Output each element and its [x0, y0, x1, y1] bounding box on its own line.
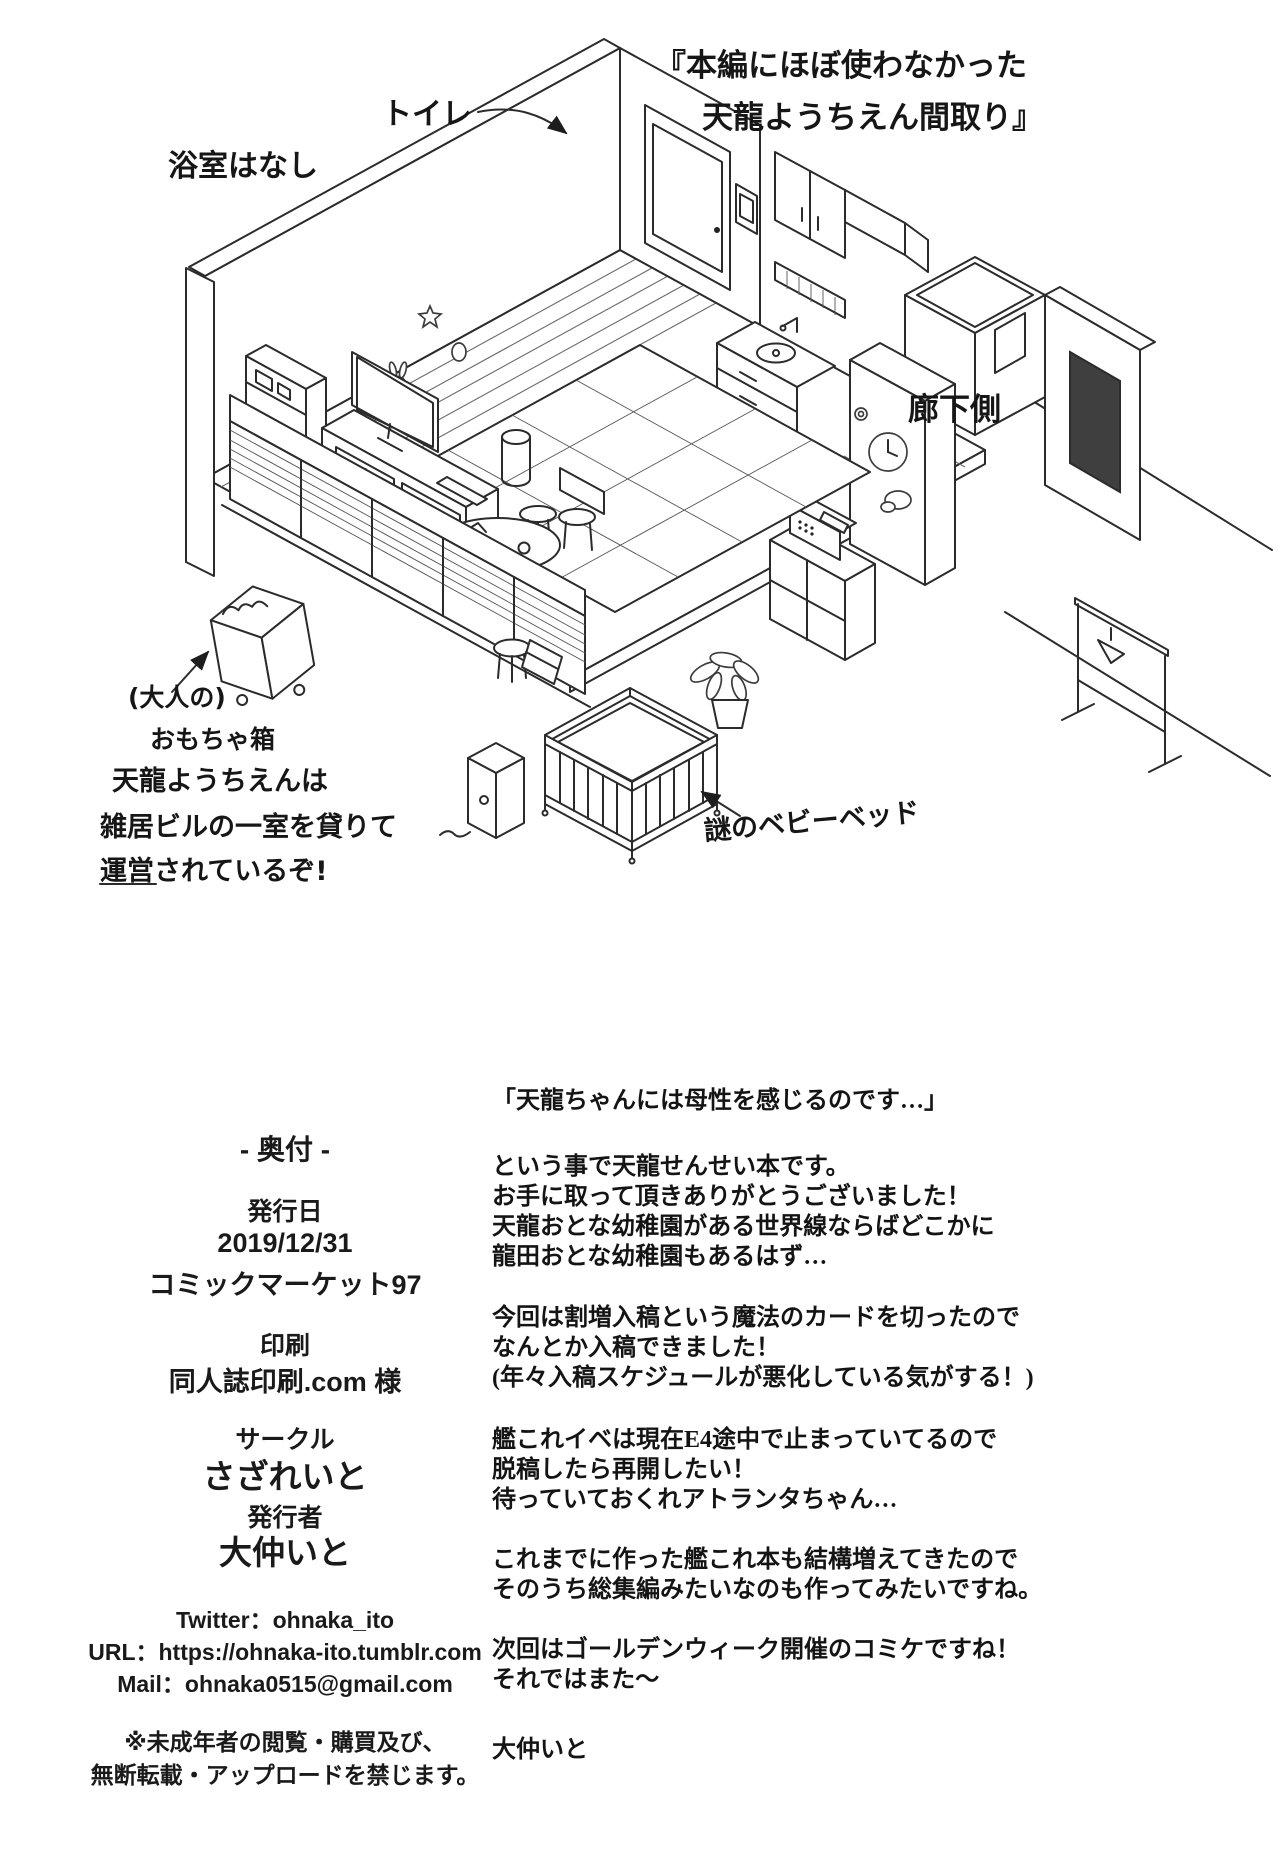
cup [517, 541, 531, 555]
title-note-line2: 天龍ようちえん間取り』 [702, 100, 1043, 136]
afterword-line: 次回はゴールデンウィーク開催のコミケですね！ [492, 1637, 1020, 1663]
title-note-line1: 『本編にほぼ使わなかった [655, 48, 1027, 84]
afterword-paragraph-6: 次回はゴールデンウィーク開催のコミケですね！ それではまた〜 [492, 1635, 1192, 1695]
afterword-line: なんとか入稿できました！ [492, 1335, 780, 1361]
afterword-line: 龍田おとな幼稚園もあるはず… [492, 1244, 828, 1270]
afterword-line: 脱稿したら再開したい！ [492, 1457, 756, 1483]
afterword-line: 艦これイベは現在E4途中で止まっていてるので [492, 1427, 998, 1453]
colophon-heading: - 奥付 - [239, 1134, 331, 1165]
print-label: 印刷 [259, 1332, 310, 1360]
publish-label: 発行日 [247, 1198, 323, 1226]
afterword-line: お手に取って頂きありがとうございました！ [492, 1184, 971, 1210]
laptop [436, 476, 488, 506]
building-note-line2: 雑居ビルの一室を貸りて [99, 811, 397, 843]
afterword-paragraph-4: 艦これイベは現在E4途中で止まっていてるので 脱稿したら再開したい！ 待っていて… [492, 1425, 1192, 1515]
small-appliance [439, 742, 525, 839]
partition-closet [849, 342, 956, 586]
potted-plant [689, 651, 760, 729]
floorplan-drawing: 『本編にほぼ使わなかった 天龍ようちえん間取り』 トイレ 浴室はなし 廊下側 (… [99, 38, 1273, 887]
label-arrows [99, 108, 741, 885]
contact-mail: Mail：ohnaka0515@gmail.com [117, 1671, 453, 1697]
toilet-label: トイレ [382, 97, 472, 132]
entrance-door-wall [619, 47, 761, 328]
afterword-paragraph-2: という事で天龍せんせい本です。 お手に取って頂きありがとうございました！ 天龍お… [492, 1152, 1192, 1272]
publish-date: 2019/12/31 [217, 1228, 353, 1258]
afterword-quote: 「天龍ちゃんには母性を感じるのです…」 [492, 1088, 948, 1114]
toy-box [209, 585, 316, 707]
afterword-line: (年々入稿スケジュールが悪化している気がする！) [492, 1365, 1034, 1391]
corner-pillar [185, 267, 215, 577]
tv-screen [351, 351, 439, 453]
sliding-door-bank [185, 267, 591, 708]
contact-url: URL：https://ohnaka-ito.tumblr.com [88, 1639, 482, 1665]
notice-line2: 無断転載・アップロードを禁じます。 [90, 1762, 480, 1788]
no-bath-label: 浴室はなし [168, 149, 318, 184]
author-name: 大仲いと [219, 1534, 351, 1571]
star-doodle [416, 303, 444, 330]
contact-twitter: Twitter：ohnaka_ito [175, 1607, 395, 1633]
afterword-line: という事で天龍せんせい本です。 [492, 1154, 850, 1180]
afterword-line: 待っていておくれアトランタちゃん… [492, 1487, 898, 1513]
crib-label: 謎のベビーベッド [703, 797, 921, 847]
afterword-line: 天龍おとな幼稚園がある世界線ならばどこかに [492, 1214, 995, 1240]
afterword-line: それではまた〜 [492, 1667, 660, 1693]
bag [521, 639, 563, 685]
building-note-line1: 天龍ようちえんは [112, 765, 328, 797]
range-hood [844, 189, 906, 256]
afterword-line: これまでに作った艦これ本も結構増えてきたので [492, 1547, 1019, 1573]
afterword-paragraph-5: これまでに作った艦これ本も結構増えてきたので そのうち総集編みたいなのも作ってみ… [492, 1545, 1192, 1605]
entrance-door [644, 104, 731, 291]
publish-event: コミックマーケット97 [148, 1270, 422, 1300]
circle-label: サークル [235, 1426, 335, 1454]
trash-bin [501, 429, 531, 487]
contact-block: Twitter：ohnaka_ito URL：https://ohnaka-it… [65, 1604, 505, 1700]
corridor-label: 廊下側 [908, 392, 1001, 428]
baby-crib [541, 687, 721, 865]
afterword-line: 今回は割増入稿という魔法のカードを切ったので [492, 1305, 1020, 1331]
toybox-label-line1: (大人の) [128, 683, 226, 712]
fax-cabinet [769, 495, 876, 661]
outside-stool-with-bag [493, 638, 563, 685]
afterword-paragraph-3: 今回は割増入稿という魔法のカードを切ったので なんとか入稿できました！ (年々入… [492, 1303, 1192, 1393]
toybox-label-line2: おもちゃ箱 [150, 725, 275, 754]
chair [558, 467, 605, 551]
entry-compartment [904, 256, 1156, 541]
notice-block: ※未成年者の閲覧・購買及び、 無断転載・アップロードを禁じます。 [65, 1726, 505, 1792]
afterword-line: そのうち総集編みたいなのも作ってみたいですね。 [492, 1577, 1043, 1603]
notice-line1: ※未成年者の閲覧・購買及び、 [124, 1729, 446, 1755]
afterword-signature: 大仲いと [492, 1737, 588, 1763]
circle-name: さざれいと [202, 1458, 368, 1495]
author-label: 発行者 [247, 1504, 323, 1532]
hanger-rack [1061, 597, 1182, 773]
corridor-door [1069, 350, 1121, 494]
printer-name: 同人誌印刷.com 様 [168, 1367, 402, 1397]
handwritten-labels: 『本編にほぼ使わなかった 天龍ようちえん間取り』 トイレ 浴室はなし 廊下側 (… [99, 48, 1043, 887]
hanger [1097, 639, 1125, 664]
building-note-line3: 運営されているぞ! [100, 855, 328, 887]
